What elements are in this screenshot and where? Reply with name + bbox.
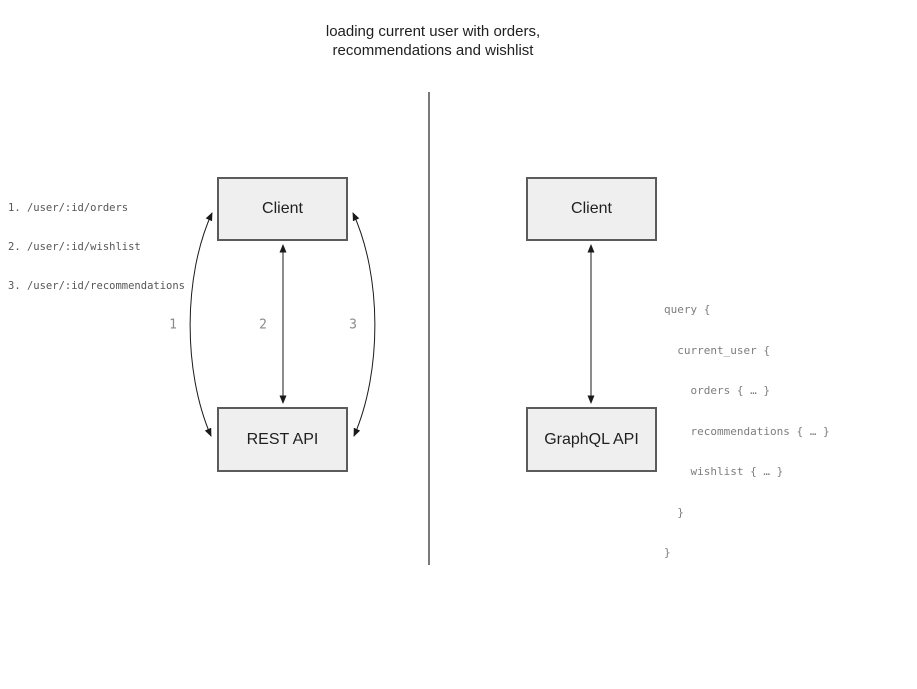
rest-endpoint-orders: 1. /user/:id/orders — [8, 202, 129, 214]
query-line: wishlist { … } — [664, 465, 784, 478]
rest-endpoint-wishlist: 2. /user/:id/wishlist — [8, 241, 141, 253]
rest-endpoint-list: 1. /user/:id/orders 2. /user/:id/wishlis… — [8, 176, 185, 319]
rest-api-label: REST API — [246, 430, 319, 448]
rest-arrow-3-label: 3 — [349, 317, 357, 333]
graphql-query-snippet: query { current_user { orders { … } reco… — [664, 276, 830, 587]
rest-api-node: REST API — [217, 407, 348, 472]
rest-arrow-1-label: 1 — [169, 317, 177, 333]
diagram-title-line-1: loading current user with orders, — [325, 23, 541, 40]
graphql-api-label: GraphQL API — [544, 430, 639, 448]
diagram-title-line-2: recommendations and wishlist — [332, 42, 534, 59]
rest-arrow-1-curve — [189, 212, 213, 437]
query-line: recommendations { … } — [664, 424, 830, 438]
query-line: } — [664, 505, 684, 519]
rest-client-label: Client — [262, 200, 303, 217]
diagram-title: loading current user with orders, recomm… — [0, 22, 866, 60]
graphql-client-node: Client — [526, 177, 657, 241]
query-line: orders { … } — [664, 384, 770, 397]
query-line: current_user { — [664, 343, 770, 357]
graphql-client-label: Client — [571, 200, 612, 217]
rest-arrow-2-label: 2 — [259, 317, 267, 333]
rest-client-node: Client — [217, 177, 348, 241]
query-line: } — [664, 546, 671, 559]
query-line: query { — [664, 303, 711, 316]
graphql-api-node: GraphQL API — [526, 407, 657, 472]
rest-endpoint-recommendations: 3. /user/:id/recommendations — [8, 280, 186, 292]
